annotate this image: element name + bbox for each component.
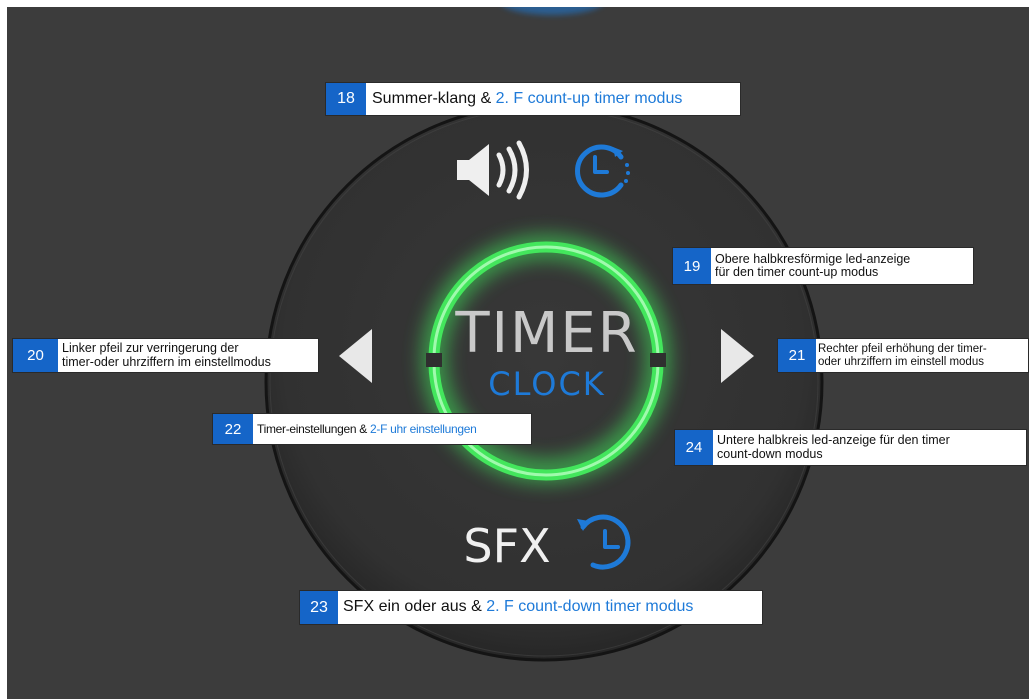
callout-line-2: count-down modus bbox=[717, 446, 823, 461]
callout-line-2: oder uhrziffern im einstell modus bbox=[818, 355, 984, 368]
count-down-timer-icon[interactable] bbox=[577, 514, 631, 570]
callout-number: 21 bbox=[778, 339, 816, 372]
callout-20: 20 Linker pfeil zur verringerung der tim… bbox=[12, 338, 319, 373]
callout-23: 23 SFX ein oder aus & 2. F count-down ti… bbox=[299, 590, 763, 625]
speaker-icon[interactable] bbox=[457, 140, 529, 200]
device-illustration: TIMER CLOCK SFX bbox=[264, 7, 824, 662]
sfx-label[interactable]: SFX bbox=[463, 519, 550, 573]
callout-line-2: für den timer count-up modus bbox=[715, 265, 879, 279]
device-panel: TIMER CLOCK SFX bbox=[7, 7, 1029, 699]
callout-text: Timer-einstellungen & bbox=[257, 421, 371, 436]
callout-number: 24 bbox=[675, 430, 713, 465]
callout-line-1: Rechter pfeil erhöhung der timer- bbox=[818, 343, 987, 356]
top-blue-glow bbox=[505, 7, 599, 15]
callout-text: Summer-klang & bbox=[372, 89, 496, 107]
callout-24: 24 Untere halbkreis led-anzeige für den … bbox=[674, 429, 1027, 466]
callout-number: 20 bbox=[13, 339, 58, 372]
callout-highlight: 2-F uhr einstellungen bbox=[370, 421, 477, 436]
callout-21: 21 Rechter pfeil erhöhung der timer- ode… bbox=[777, 338, 1029, 373]
callout-22: 22 Timer-einstellungen & 2-F uhr einstel… bbox=[212, 413, 532, 445]
callout-line-1: Obere halbkresförmige led-anzeige bbox=[715, 251, 911, 266]
callout-line-1: Linker pfeil zur verringerung der bbox=[62, 341, 239, 356]
timer-label[interactable]: TIMER bbox=[454, 301, 638, 366]
count-up-timer-icon[interactable] bbox=[575, 144, 630, 198]
callout-number: 22 bbox=[213, 414, 253, 444]
clock-label: CLOCK bbox=[488, 365, 606, 403]
left-arrow-icon[interactable] bbox=[339, 329, 372, 383]
callout-line-1: Untere halbkreis led-anzeige für den tim… bbox=[717, 433, 950, 448]
callout-line-2: timer-oder uhrziffern im einstellmodus bbox=[62, 354, 271, 369]
callout-number: 19 bbox=[673, 248, 711, 284]
callout-number: 18 bbox=[326, 83, 366, 115]
callout-18: 18 Summer-klang & 2. F count-up timer mo… bbox=[325, 82, 741, 116]
callout-number: 23 bbox=[300, 591, 338, 624]
callout-text: SFX ein oder aus & bbox=[343, 598, 487, 616]
callout-19: 19 Obere halbkresförmige led-anzeige für… bbox=[672, 247, 974, 285]
callout-highlight: 2. F count-down timer modus bbox=[486, 598, 694, 616]
callout-highlight: 2. F count-up timer modus bbox=[495, 89, 683, 107]
right-arrow-icon[interactable] bbox=[721, 329, 754, 383]
